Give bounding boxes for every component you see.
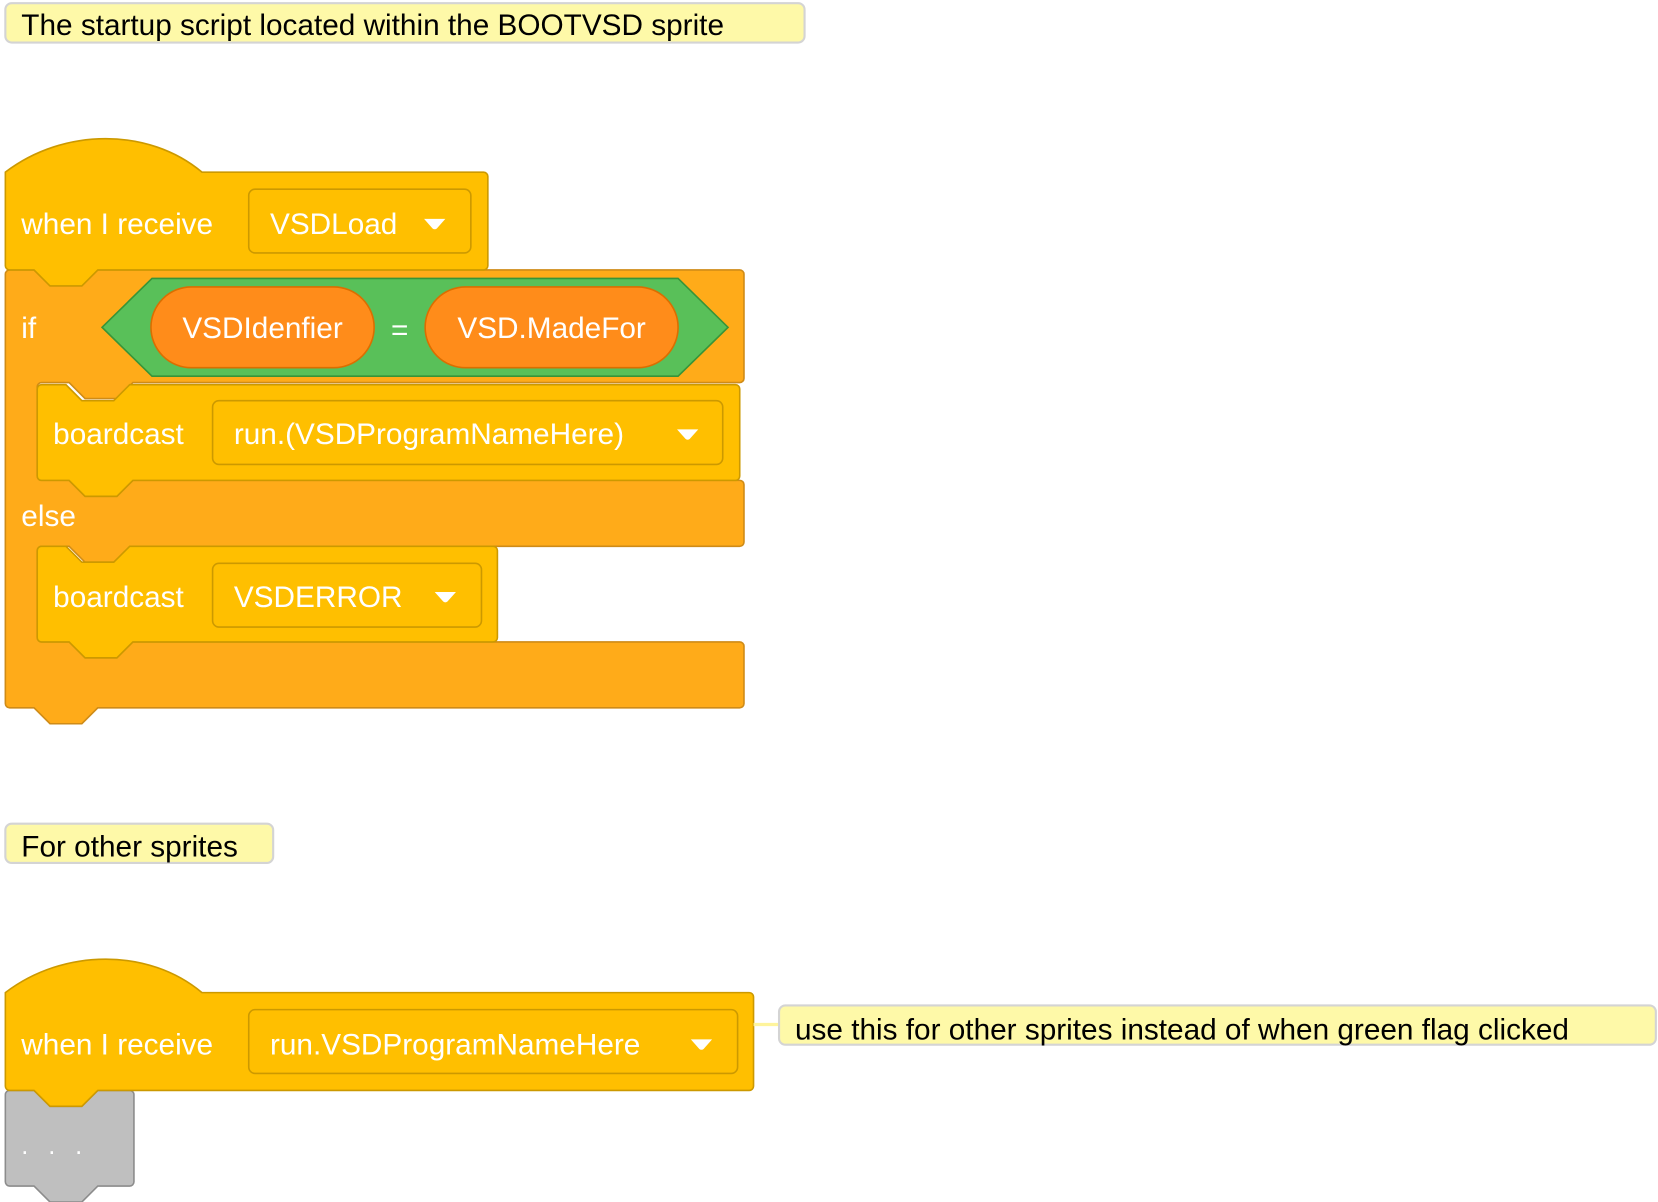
receive-message-value: run.VSDProgramNameHere xyxy=(270,1028,640,1061)
hat-label: when I receive xyxy=(20,208,213,241)
when-i-receive-hat-block[interactable]: when I receive VSDLoad xyxy=(4,137,489,287)
comment-bootvsd-text: The startup script located within the BO… xyxy=(21,9,724,42)
broadcast-label: boardcast xyxy=(53,581,184,614)
dropdown-arrow-icon xyxy=(677,429,699,440)
broadcast-block-vsderror[interactable]: boardcast VSDERROR xyxy=(36,545,499,659)
comment-bootvsd[interactable]: The startup script located within the BO… xyxy=(4,2,806,44)
dropdown-arrow-icon xyxy=(690,1039,713,1050)
variable-reporter-vsdidenfier-label: VSDIdenfier xyxy=(182,312,342,345)
if-else-block[interactable]: if else VSDIdenfier = VSD.MadeFor boardc… xyxy=(4,269,745,725)
equals-operator-block[interactable]: VSDIdenfier = VSD.MadeFor xyxy=(100,277,730,378)
script-bootvsd[interactable]: if else VSDIdenfier = VSD.MadeFor boardc… xyxy=(4,137,745,725)
broadcast-message-dropdown[interactable]: run.(VSDProgramNameHere) xyxy=(211,399,724,466)
broadcast-message-dropdown[interactable]: VSDERROR xyxy=(211,562,483,628)
receive-message-value: VSDLoad xyxy=(270,208,397,241)
receive-message-dropdown[interactable]: run.VSDProgramNameHere xyxy=(247,1008,739,1075)
else-label: else xyxy=(21,500,76,533)
broadcast-message-value: run.(VSDProgramNameHere) xyxy=(234,418,624,451)
placeholder-dots: . . . xyxy=(21,1132,88,1160)
when-i-receive-hat-block[interactable]: when I receive run.VSDProgramNameHere xyxy=(4,958,755,1108)
dropdown-arrow-icon xyxy=(434,591,456,603)
broadcast-label: boardcast xyxy=(53,418,184,451)
variable-reporter-vsd-madefor[interactable]: VSD.MadeFor xyxy=(424,286,679,369)
receive-message-dropdown[interactable]: VSDLoad xyxy=(247,188,472,254)
comment-green-flag-note[interactable]: use this for other sprites instead of wh… xyxy=(753,1004,1657,1046)
hat-label: when I receive xyxy=(20,1028,213,1061)
comment-green-flag-note-text: use this for other sprites instead of wh… xyxy=(795,1013,1569,1046)
placeholder-block[interactable]: . . . xyxy=(4,1089,135,1202)
if-label: if xyxy=(21,312,37,345)
broadcast-block-run[interactable]: boardcast run.(VSDProgramNameHere) xyxy=(36,383,741,498)
script-other-sprites[interactable]: . . . when I receive run.VSDProgramNameH… xyxy=(4,958,755,1202)
broadcast-message-value: VSDERROR xyxy=(234,581,403,614)
variable-reporter-vsd-madefor-label: VSD.MadeFor xyxy=(457,312,646,345)
equals-sign: = xyxy=(391,314,408,347)
dropdown-arrow-icon xyxy=(424,218,446,230)
comment-other-sprites-text: For other sprites xyxy=(21,831,238,864)
variable-reporter-vsdidenfier[interactable]: VSDIdenfier xyxy=(150,286,375,369)
comment-other-sprites[interactable]: For other sprites xyxy=(4,822,275,865)
